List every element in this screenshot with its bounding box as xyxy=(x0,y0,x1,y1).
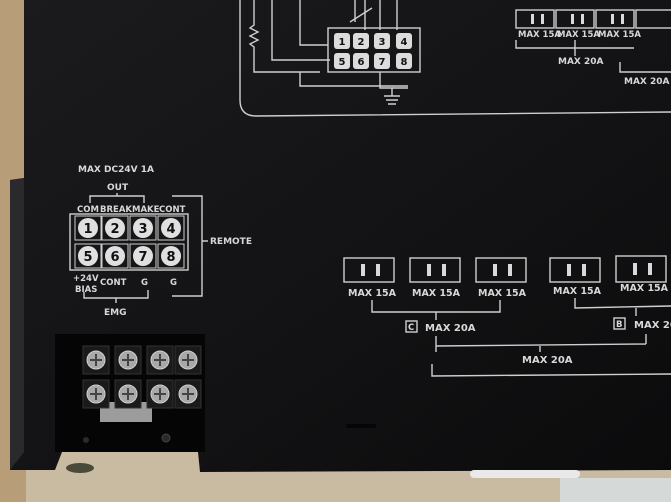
connector-pin-number: 8 xyxy=(166,250,175,265)
top-outlet-label-2: MAX 15A xyxy=(557,30,600,40)
terminal-screw xyxy=(114,345,142,375)
top-relay-pin-number: 6 xyxy=(358,57,365,68)
group-c-letter: C xyxy=(408,323,414,333)
connector-pin-4: 4 xyxy=(157,215,185,241)
outlet-label-5: MAX 15A xyxy=(620,283,669,294)
foot-left xyxy=(66,463,94,473)
top-relay-pin-7: 7 xyxy=(374,53,390,69)
outlet-row xyxy=(343,255,667,283)
connector-pin-number: 1 xyxy=(83,222,92,237)
top-relay-pin-number: 7 xyxy=(379,57,386,68)
out-label: OUT xyxy=(107,183,129,193)
top-relay-pin-2: 2 xyxy=(353,33,369,49)
col-break-label: BREAK xyxy=(100,205,132,215)
terminal-screw xyxy=(82,345,110,375)
top-outlet-label-1: MAX 15A xyxy=(518,30,561,40)
g-label-1: G xyxy=(141,278,148,288)
connector-pin-number: 7 xyxy=(138,250,147,265)
mount-hole xyxy=(161,433,171,443)
total-bus-lines xyxy=(435,334,647,352)
connector-pin-number: 2 xyxy=(110,222,119,237)
col-com-label: COM xyxy=(77,205,99,215)
connector-block xyxy=(69,213,189,271)
terminal-screw xyxy=(174,345,202,375)
group-c-label: MAX 20A xyxy=(425,323,476,334)
device-side-edge xyxy=(10,178,24,470)
cont-label: CONT xyxy=(100,278,127,288)
panel-slot xyxy=(346,424,376,428)
outlet-group-b-lines xyxy=(574,298,671,316)
top-relay-pin-number: 4 xyxy=(401,37,408,48)
terminal-screw xyxy=(82,379,110,409)
top-relay-pin-number: 5 xyxy=(339,57,346,68)
top-relay-pin-4: 4 xyxy=(396,33,412,49)
top-group-label: MAX 20A xyxy=(558,57,604,67)
bias-label-line1: +24V xyxy=(73,274,99,284)
total-label: MAX 20A xyxy=(522,355,573,366)
top-relay-pin-number: 8 xyxy=(401,57,408,68)
connector-pin-2: 2 xyxy=(101,215,129,241)
connector-pin-number: 3 xyxy=(138,222,147,237)
col-cont-label: CONT xyxy=(159,205,186,215)
connector-pin-number: 4 xyxy=(166,222,175,237)
top-relay-pin-3: 3 xyxy=(374,33,390,49)
connector-pin-number: 6 xyxy=(110,250,119,265)
outlet-label-3: MAX 15A xyxy=(478,288,527,299)
g-label-2: G xyxy=(170,278,177,288)
top-relay-pin-5: 5 xyxy=(334,53,350,69)
emg-label: EMG xyxy=(104,308,127,318)
max-rating-label: MAX DC24V 1A xyxy=(78,165,154,175)
connector-pin-1: 1 xyxy=(74,215,102,241)
total-bus-lower xyxy=(431,364,671,377)
top-schematic xyxy=(239,0,671,117)
connector-pin-7: 7 xyxy=(129,243,157,269)
remote-label: REMOTE xyxy=(210,237,252,247)
group-b-letter: B xyxy=(616,320,622,330)
top-relay-pin-number: 3 xyxy=(379,37,386,48)
top-group-label-right: MAX 20A xyxy=(624,77,670,87)
terminal-screws xyxy=(82,345,202,409)
mount-hole-2 xyxy=(83,437,89,443)
connector-pin-number: 5 xyxy=(83,250,92,265)
top-relay-pin-6: 6 xyxy=(353,53,369,69)
top-relay-pins: 1 2 3 4 5 6 7 8 xyxy=(334,33,412,69)
top-relay-pin-number: 2 xyxy=(358,37,365,48)
bottom-cable xyxy=(470,470,580,478)
group-b-box xyxy=(613,317,626,330)
top-outlets xyxy=(515,9,671,73)
outlet-label-1: MAX 15A xyxy=(348,288,397,299)
terminal-screw xyxy=(146,379,174,409)
connector-pin-6: 6 xyxy=(101,243,129,269)
connector-pin-3: 3 xyxy=(129,215,157,241)
terminal-screw xyxy=(146,345,174,375)
top-outlet-label-3: MAX 15A xyxy=(598,30,641,40)
terminal-screw xyxy=(114,379,142,409)
bias-label-line2: BIAS xyxy=(75,285,97,295)
connector-pin-5: 5 xyxy=(74,243,102,269)
remote-bracket xyxy=(172,195,208,297)
outlet-group-c-lines xyxy=(371,300,501,320)
emg-bracket xyxy=(83,290,149,303)
top-relay-pin-1: 1 xyxy=(334,33,350,49)
connector-pins: 1 2 3 4 5 6 7 8 xyxy=(74,215,185,269)
outlet-label-4: MAX 15A xyxy=(553,286,602,297)
right-object xyxy=(560,478,671,502)
terminal-screw xyxy=(174,379,202,409)
top-relay-pin-number: 1 xyxy=(339,37,346,48)
group-b-label: MAX 20 xyxy=(634,320,671,331)
out-bracket xyxy=(89,193,145,203)
top-relay-pin-8: 8 xyxy=(396,53,412,69)
col-make-label: MAKE xyxy=(132,205,160,215)
connector-pin-8: 8 xyxy=(157,243,185,269)
group-c-box xyxy=(405,320,418,333)
outlet-label-2: MAX 15A xyxy=(412,288,461,299)
